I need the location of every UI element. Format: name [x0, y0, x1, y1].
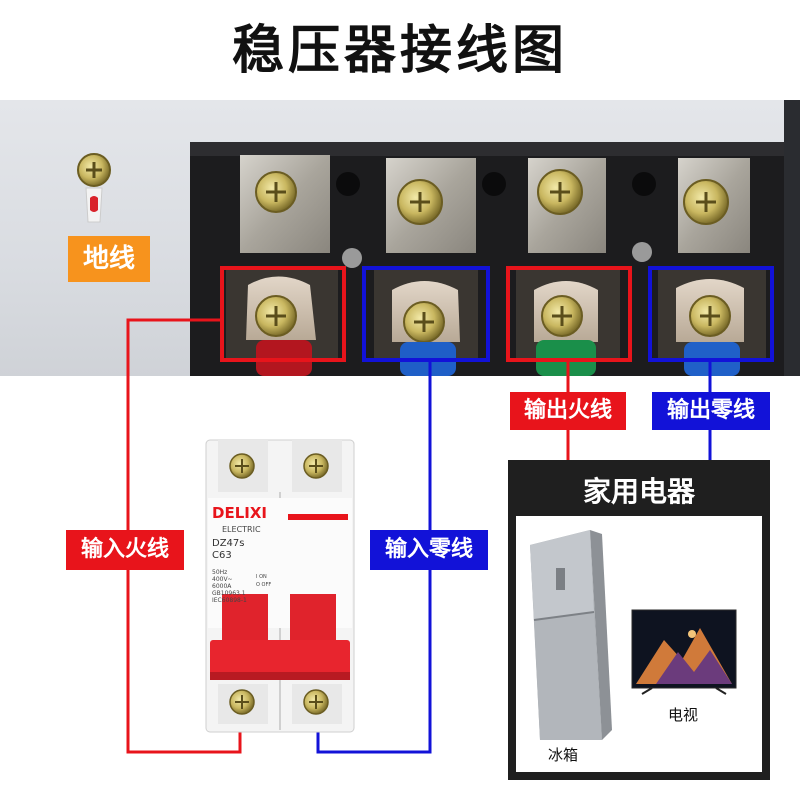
breaker-spec: 6000A: [212, 583, 232, 590]
output-neutral-label: 输出零线: [652, 392, 770, 430]
page-title: 稳压器接线图: [231, 21, 568, 81]
ground-screw-icon: [77, 153, 111, 223]
input-neutral-label: 输入零线: [370, 530, 488, 570]
fridge-icon: [530, 530, 612, 740]
breaker-rating: C63: [212, 550, 232, 561]
panel-edge: [784, 100, 800, 376]
output-live-label: 输出火线: [510, 392, 626, 430]
neutral-in-frame: [362, 266, 490, 362]
breaker-off-label: O OFF: [256, 582, 271, 588]
breaker-brand: DELIXI: [212, 504, 267, 522]
tv-icon: [631, 609, 737, 695]
fridge-caption: 冰箱: [548, 746, 579, 764]
breaker-on-label: I ON: [256, 574, 267, 580]
top-terminals: [240, 155, 750, 268]
live-in-frame: [220, 266, 346, 362]
breaker-model: DZ47s: [212, 538, 245, 549]
breaker-spec: 50Hz: [212, 569, 227, 576]
tv-caption: 电视: [668, 706, 699, 724]
breaker-spec: GB10963.1: [212, 590, 246, 597]
appliances-title: 家用电器: [582, 475, 695, 508]
breaker-sub: ELECTRIC: [222, 525, 261, 534]
breaker-spec: 400V~: [212, 576, 233, 583]
input-live-line: [126, 318, 242, 754]
input-live-label: 输入火线: [66, 530, 184, 570]
breaker-spec: IEC60898-1: [212, 597, 247, 604]
circuit-breaker: DELIXI ELECTRIC DZ47s C63 50Hz 400V~ 600…: [205, 439, 355, 733]
ground-label: 地线: [68, 236, 150, 282]
